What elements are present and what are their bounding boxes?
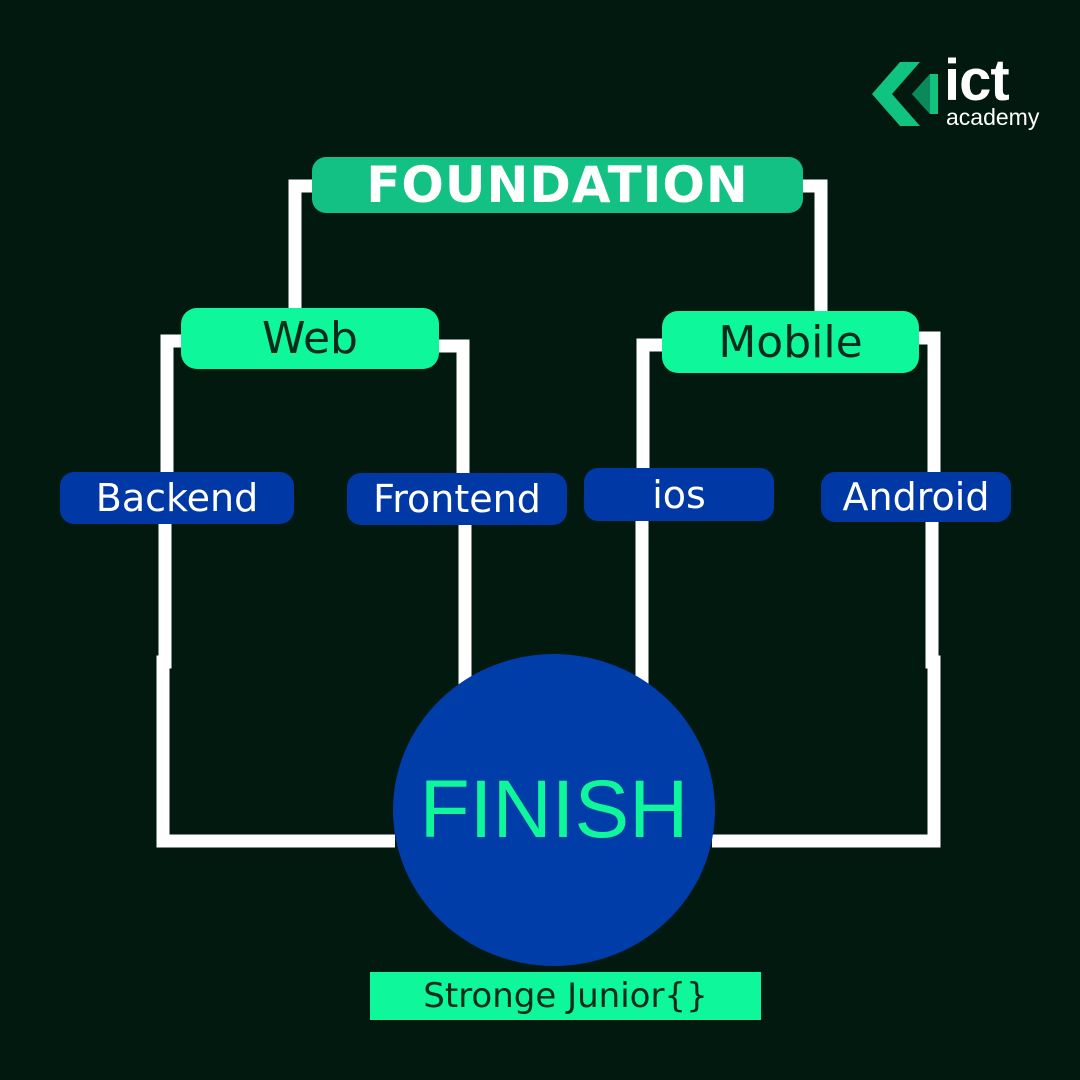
- mobile-node: Mobile: [662, 311, 919, 373]
- finish-node: FINISH: [393, 654, 715, 966]
- connector-mobile-android: [917, 331, 941, 473]
- connector-web-backend: [160, 334, 183, 473]
- connector-web-frontend: [437, 339, 470, 474]
- logo-subtitle: academy: [946, 104, 1040, 130]
- android-node: Android: [821, 472, 1011, 522]
- ios-node: ios: [584, 468, 774, 521]
- ict-academy-logo: ict academy: [872, 52, 1052, 134]
- frontend-node: Frontend: [347, 473, 567, 525]
- connector-foundation-web: [288, 179, 314, 308]
- connector-mobile-ios: [636, 338, 664, 470]
- foundation-node: FOUNDATION: [312, 156, 803, 214]
- connector-backend-finish: [156, 522, 395, 848]
- logo-chevron-icon: [872, 62, 938, 126]
- connector-android-finish: [712, 520, 941, 848]
- web-node: Web: [181, 308, 439, 369]
- connector-foundation-mobile: [802, 179, 828, 312]
- backend-node: Backend: [60, 472, 294, 524]
- logo-name: ict: [944, 48, 1010, 113]
- result-label: Stronge Junior{}: [370, 972, 761, 1020]
